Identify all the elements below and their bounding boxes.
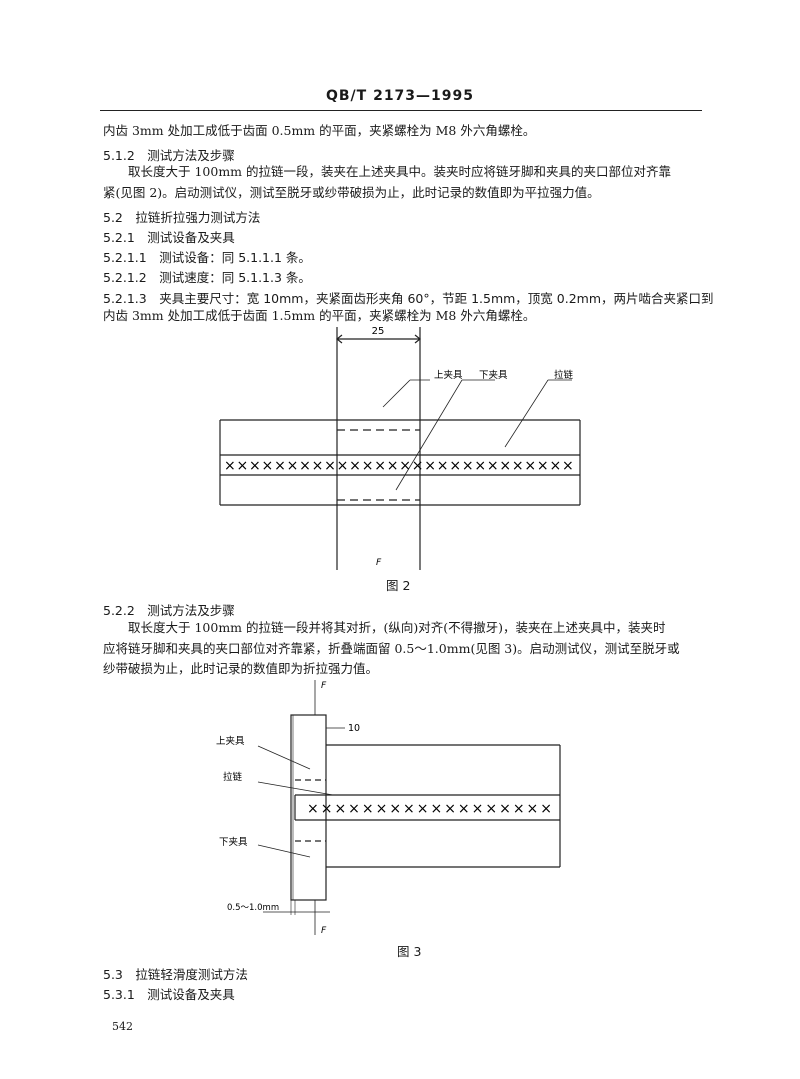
section-heading-5-3: 5.3 拉链轻滑度测试方法 (103, 967, 248, 982)
upper-clamp-label: 上夹具 (216, 735, 245, 747)
leader-upper-clamp (382, 379, 411, 408)
zipper-teeth: ×××××××××××××××××××××××××××× (224, 458, 574, 474)
paragraph-line: 紧(见图 2)。启动测试仪，测试至脱牙或纱带破损为止，此时记录的数值即为平拉强力… (103, 185, 600, 200)
gap-label: 0.5～1.0mm (227, 903, 279, 913)
zipper-label: 拉链 (223, 771, 243, 783)
leader-zipper (504, 379, 549, 448)
figure-2-caption: 图 2 (386, 578, 411, 593)
leader-lower-clamp (395, 379, 463, 491)
section-heading-5-2-1-3: 5.2.1.3 夹具主要尺寸：宽 10mm，夹紧面齿形夹角 60°，节距 1.5… (103, 291, 714, 306)
zipper-label: 拉链 (554, 369, 574, 381)
section-heading-5-2-1: 5.2.1 测试设备及夹具 (103, 230, 235, 245)
section-heading-5-3-1: 5.3.1 测试设备及夹具 (103, 987, 235, 1002)
zipper-teeth: ×××××××××××××××××× (307, 801, 552, 817)
lower-clamp-label: 下夹具 (219, 836, 248, 848)
header-rule (100, 110, 702, 111)
leader-upper-clamp (257, 745, 311, 770)
dimension-label: 25 (372, 326, 385, 337)
leader-lower-clamp (257, 844, 311, 858)
figure-2-diagram: 25 上夹具 下夹具 拉链 ××××××××××××××××××××××××××… (219, 326, 581, 570)
upper-clamp-label: 上夹具 (434, 369, 463, 381)
section-heading-5-2: 5.2 拉链折拉强力测试方法 (103, 210, 261, 225)
paragraph-line: 取长度大于 100mm 的拉链一段，装夹在上述夹具中。装夹时应将链牙脚和夹具的夹… (128, 164, 672, 179)
figure-3-caption: 图 3 (397, 944, 422, 959)
force-label-top: F (321, 681, 327, 691)
clamp-block (290, 714, 327, 901)
text-line: 内齿 3mm 处加工成低于齿面 0.5mm 的平面，夹紧螺栓为 M8 外六角螺栓… (103, 123, 536, 138)
leader-zipper (257, 781, 334, 796)
paragraph-line: 纱带破损为止，此时记录的数值即为折拉强力值。 (103, 661, 379, 676)
figure-3-diagram: 10 上夹具 拉链 下夹具 0.5～1.0mm F F ××××××××××××… (216, 680, 561, 936)
lower-clamp-label: 下夹具 (479, 369, 508, 381)
paragraph-line: 内齿 3mm 处加工成低于齿面 1.5mm 的平面，夹紧螺栓为 M8 外六角螺栓… (103, 308, 536, 323)
paragraph-line: 取长度大于 100mm 的拉链一段并将其对折，(纵向)对齐(不得撤牙)，装夹在上… (128, 620, 666, 635)
dimension-label: 10 (348, 723, 360, 734)
section-heading-5-2-1-1: 5.2.1.1 测试设备：同 5.1.1.1 条。 (103, 250, 311, 265)
document-header: QB/T 2173—1995 (325, 88, 475, 104)
section-heading-5-1-2: 5.1.2 测试方法及步骤 (103, 148, 235, 163)
section-heading-5-2-2: 5.2.2 测试方法及步骤 (103, 603, 235, 618)
force-label-bottom: F (321, 926, 327, 936)
force-label: F (376, 558, 382, 568)
paragraph-line: 应将链牙脚和夹具的夹口部位对齐靠紧，折叠端面留 0.5～1.0mm(见图 3)。… (103, 641, 680, 656)
page-number: 542 (112, 1020, 133, 1033)
section-heading-5-2-1-2: 5.2.1.2 测试速度：同 5.1.1.3 条。 (103, 270, 311, 285)
